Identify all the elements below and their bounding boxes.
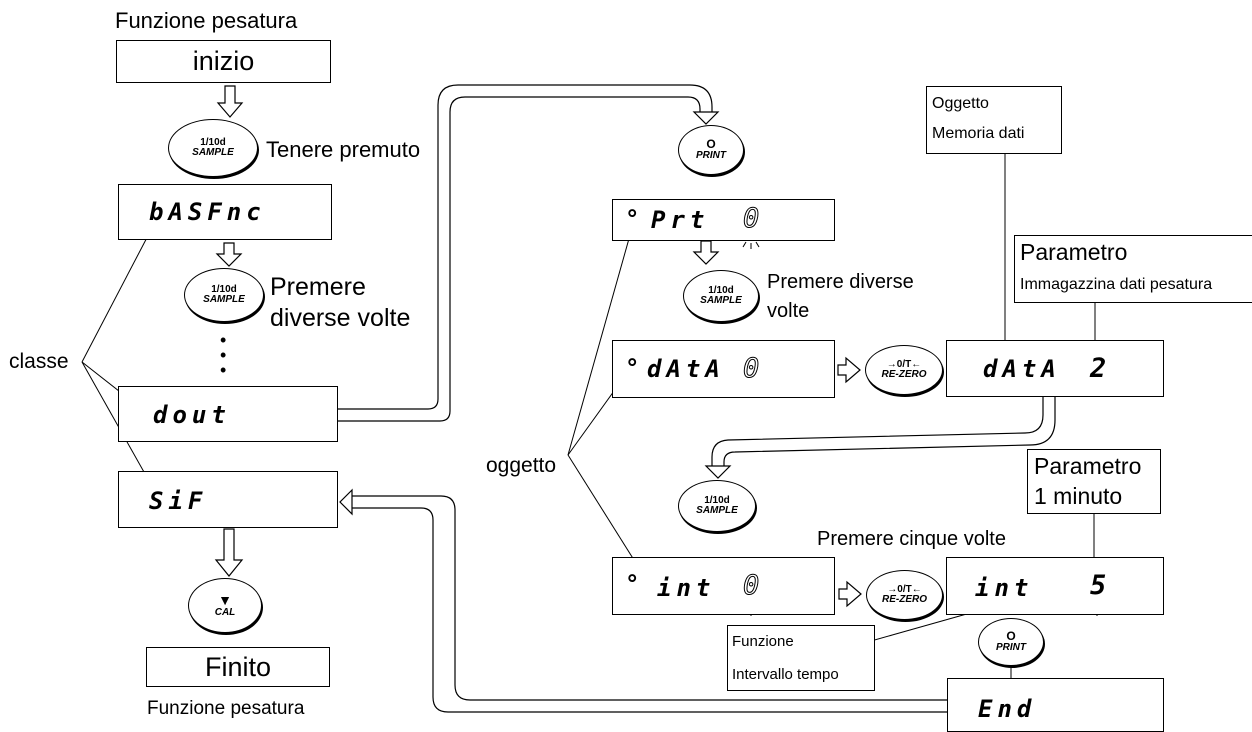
oggetto-pointers [567,228,651,587]
display-int-marker: ° [625,570,645,598]
display-dout: dout [118,386,338,442]
print-key-label: PRINT [996,642,1026,654]
display-int-param: int 5 [946,557,1164,615]
callout-param-storage-line1: Parametro [1020,239,1128,265]
flow-arrow-int-to-rezero [838,580,862,608]
press-repeat-left-line1: Premere [270,273,366,301]
display-data-text: dAtA [647,355,725,383]
display-dout-text: dout [153,401,231,429]
callout-param-minute-line2: 1 minuto [1034,483,1123,509]
rezero-key-icon: →0/T← [886,358,922,370]
callout-function-interval: Funzione Intervallo tempo [727,625,875,691]
callout-oggetto-line1: Oggetto [932,95,989,112]
press-five-label: Premere cinque volte [817,528,1006,550]
callout-function-line1: Funzione [732,633,794,650]
rezero-key-icon: →0/T← [887,583,922,595]
display-data: ° dAtA 0 [612,340,835,398]
sample-key-top: 1/10d [200,136,226,148]
ellipsis-dot-2: • [220,345,227,365]
callout-oggetto-line2: Memoria dati [932,125,1025,142]
rezero-key-label: RE-ZERO [882,594,927,605]
classe-pointers [81,228,153,488]
flow-arrow-start-to-sample [216,85,244,118]
callout-param-storage-line2: Immagazzina dati pesatura [1020,276,1213,293]
sample-key-label: SAMPLE [192,147,234,158]
callout-oggetto-memoria: Oggetto Memoria dati [926,86,1062,154]
press-repeat-right-line1: Premere diverse [767,271,914,293]
display-data-value: 0 [742,353,760,385]
ellipsis-dot-3: • [220,360,227,380]
sample-key-2[interactable]: 1/10d SAMPLE [184,268,264,322]
display-data-param-text: dAtA [983,355,1061,383]
loop-tube-dout-to-print [338,84,720,422]
display-int-value: 0 [742,570,760,602]
display-prt-text: Prt [651,206,710,234]
class-label: classe [9,350,69,373]
print-key-label: PRINT [696,150,726,162]
flow-arrow-basfnc-to-sample [215,242,243,267]
display-basfnc-text: bASFnc [149,198,266,226]
display-int-param-text: int [975,574,1034,602]
start-label: inizio [192,46,255,76]
flow-arrow-data-to-rezero [837,356,861,384]
print-key-2[interactable]: O PRINT [978,618,1044,666]
sample-key-1[interactable]: 1/10d SAMPLE [168,119,258,177]
loop-tube-data-to-sample [704,397,1056,479]
display-int: ° int 0 [612,557,835,615]
display-data-param-value: 2 [1090,353,1107,384]
start-box: inizio [116,40,331,83]
end-box: Finito [146,647,330,687]
rezero-key-1[interactable]: →0/T← RE-ZERO [865,345,943,395]
cal-key[interactable]: ▼ CAL [188,578,262,633]
display-prt: ° Prt 0 [612,199,835,241]
print-key-icon: O [1006,629,1016,644]
loop-tube-end-to-sif [339,488,947,713]
flow-arrow-sif-to-cal [214,528,244,577]
sample-key-top: 1/10d [708,284,734,296]
display-end: End [947,678,1164,732]
display-prt-marker: ° [625,205,645,233]
press-repeat-left-line2: diverse volte [270,304,411,332]
display-prt-value: 0 [742,203,760,235]
display-data-marker: ° [625,354,645,382]
rezero-key-label: RE-ZERO [881,369,927,380]
top-caption: Funzione pesatura [115,8,298,33]
item-label: oggetto [486,454,557,477]
callout-param-minute: Parametro 1 minuto [1027,449,1161,514]
hold-label: Tenere premuto [266,137,421,162]
end-label: Finito [204,651,272,682]
flow-arrow-prt-to-sample [692,240,720,265]
print-key-icon: O [706,137,716,152]
display-int-param-value: 5 [1090,570,1107,601]
sample-key-label: SAMPLE [696,505,738,516]
display-basfnc: bASFnc [118,184,332,240]
cal-key-icon: ▼ [218,591,232,608]
display-int-text: int [657,574,716,602]
print-key-1[interactable]: O PRINT [678,125,744,175]
press-repeat-right-line2: volte [767,300,810,322]
callout-param-minute-line1: Parametro [1034,453,1142,479]
display-sif: SiF [118,471,338,528]
display-sif-text: SiF [149,487,208,515]
callout-param-storage: Parametro Immagazzina dati pesatura [1014,235,1252,303]
callout-function-line2: Intervallo tempo [732,666,839,683]
sample-key-label: SAMPLE [700,295,742,306]
rezero-key-2[interactable]: →0/T← RE-ZERO [866,570,943,620]
display-end-text: End [978,695,1037,723]
ellipsis-dot-1: • [220,330,227,350]
sample-key-3[interactable]: 1/10d SAMPLE [683,270,759,322]
cal-key-label: CAL [214,606,236,618]
sample-key-4[interactable]: 1/10d SAMPLE [678,480,756,532]
sample-key-top: 1/10d [704,494,730,506]
display-data-param: dAtA 2 [946,340,1164,397]
sample-key-label: SAMPLE [203,294,245,305]
bottom-caption: Funzione pesatura [147,698,305,719]
sample-key-top: 1/10d [211,283,237,295]
